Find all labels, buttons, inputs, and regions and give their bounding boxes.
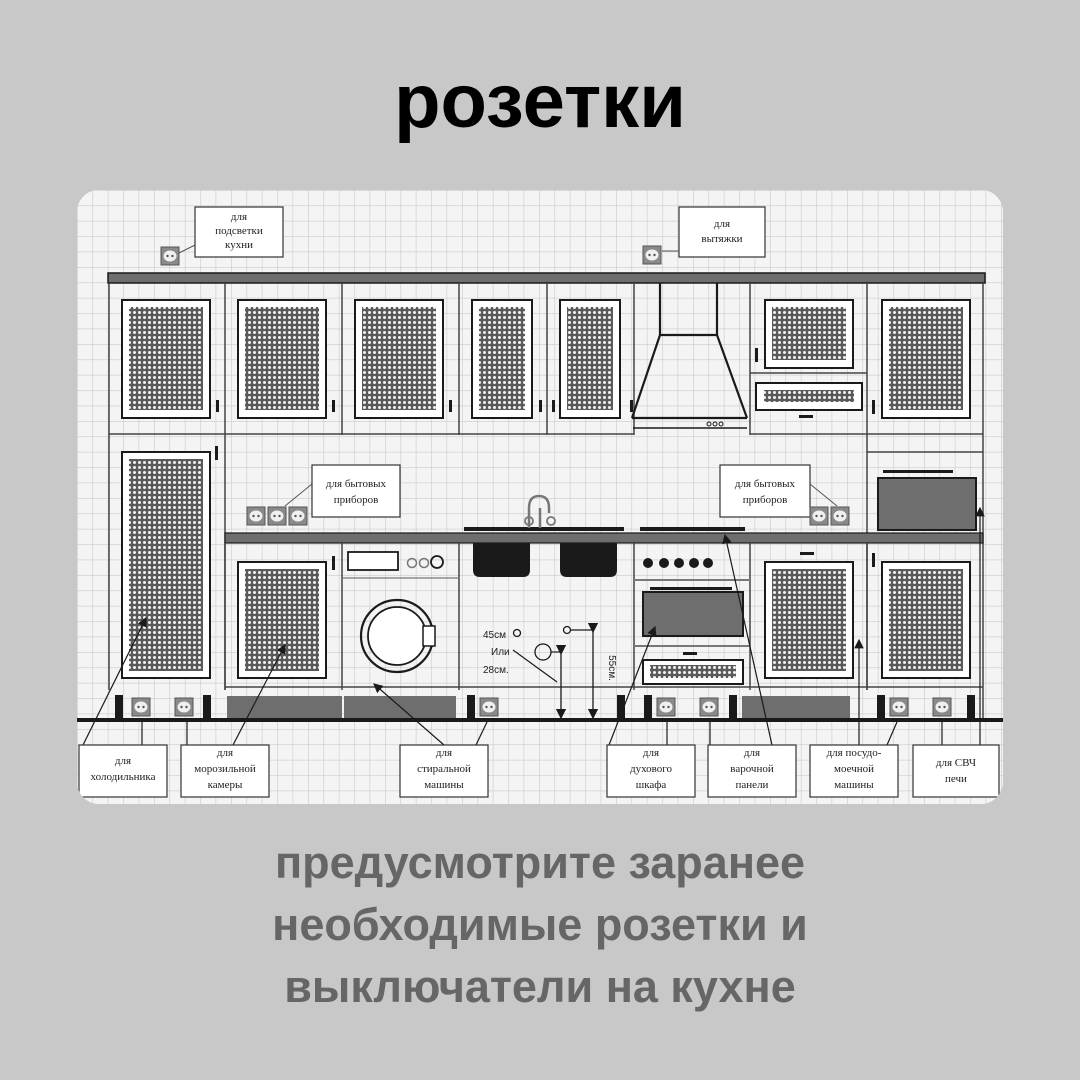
svg-text:машины: машины (424, 779, 464, 791)
svg-text:приборов: приборов (743, 494, 788, 506)
page-title: розетки (394, 59, 686, 144)
socket-icon (830, 506, 850, 526)
svg-text:морозильной: морозильной (194, 763, 256, 775)
svg-text:кухни: кухни (225, 239, 253, 251)
label-freezer: для морозильной камеры (180, 744, 270, 798)
socket-icon (656, 697, 676, 717)
svg-text:для: для (643, 747, 659, 759)
cabinet-handles (216, 348, 875, 418)
socket-icon (246, 506, 266, 526)
label-washer: для стиральной машины (399, 744, 489, 798)
upper-cornice (107, 272, 986, 284)
svg-text:приборов: приборов (334, 494, 379, 506)
socket-icon (932, 697, 952, 717)
svg-text:камеры: камеры (208, 779, 243, 791)
svg-text:духового: духового (630, 763, 673, 775)
svg-text:панели: панели (736, 779, 769, 791)
socket-icon (699, 697, 719, 717)
svg-text:для СВЧ: для СВЧ (936, 757, 976, 769)
washing-machine (342, 551, 459, 674)
caption: предусмотрите заранее необходимые розетк… (0, 832, 1080, 1018)
socket-icon (131, 697, 151, 717)
label-hood: для вытяжки (662, 206, 766, 258)
microwave (877, 470, 977, 531)
dishwasher-cabinet (764, 552, 854, 679)
upper-cabinet-doors (121, 299, 971, 419)
svg-text:28см.: 28см. (483, 665, 509, 676)
svg-text:подсветки: подсветки (215, 225, 263, 237)
svg-text:55см.: 55см. (606, 655, 617, 681)
svg-text:печи: печи (945, 773, 967, 785)
svg-text:для посудо-: для посудо- (827, 747, 882, 759)
svg-text:стиральной: стиральной (417, 763, 471, 775)
fridge (121, 446, 218, 679)
svg-text:варочной: варочной (730, 763, 774, 775)
socket-icon (642, 245, 662, 265)
base-cabinet-right (872, 553, 971, 679)
countertop (224, 532, 984, 544)
caption-line: предусмотрите заранее (274, 837, 806, 888)
dimension-annotations: 45см Или 28см. 55см. (483, 622, 617, 720)
socket-icon (809, 506, 829, 526)
svg-text:вытяжки: вытяжки (701, 233, 742, 245)
label-fridge: для холодильника (78, 744, 168, 798)
svg-text:шкафа: шкафа (636, 779, 667, 791)
freezer-cabinet (237, 556, 335, 679)
label-dishwasher: для посудо- моечной машины (809, 744, 899, 798)
socket-icon (288, 506, 308, 526)
svg-text:холодильника: холодильника (91, 771, 156, 783)
svg-text:Или: Или (491, 647, 510, 658)
socket-icon (267, 506, 287, 526)
svg-text:для: для (744, 747, 760, 759)
svg-text:моечной: моечной (834, 763, 874, 775)
svg-text:для: для (714, 218, 730, 230)
label-appliances-left: для бытовых приборов (284, 464, 401, 518)
range-hood (630, 283, 749, 429)
socket-icon (889, 697, 909, 717)
caption-line: выключатели на кухне (284, 961, 796, 1012)
socket-icon (174, 697, 194, 717)
caption-line: необходимые розетки и (272, 899, 808, 950)
label-lighting: для подсветки кухни (178, 206, 284, 258)
label-microwave: для СВЧ печи (912, 744, 1000, 798)
label-hob: для варочной панели (707, 744, 797, 798)
svg-text:для: для (115, 755, 131, 767)
socket-icon (160, 246, 180, 266)
svg-text:для: для (217, 747, 233, 759)
svg-text:для: для (231, 211, 247, 223)
label-oven: для духового шкафа (606, 744, 696, 798)
svg-text:для бытовых: для бытовых (326, 478, 387, 490)
svg-text:для: для (436, 747, 452, 759)
svg-text:машины: машины (834, 779, 874, 791)
svg-text:45см: 45см (483, 630, 506, 641)
sink (473, 494, 617, 577)
svg-text:для бытовых: для бытовых (735, 478, 796, 490)
label-appliances-right: для бытовых приборов (719, 464, 838, 518)
socket-icon (479, 697, 499, 717)
kitchen-outlet-diagram: для подсветки кухни для вытяжки (77, 190, 1003, 804)
